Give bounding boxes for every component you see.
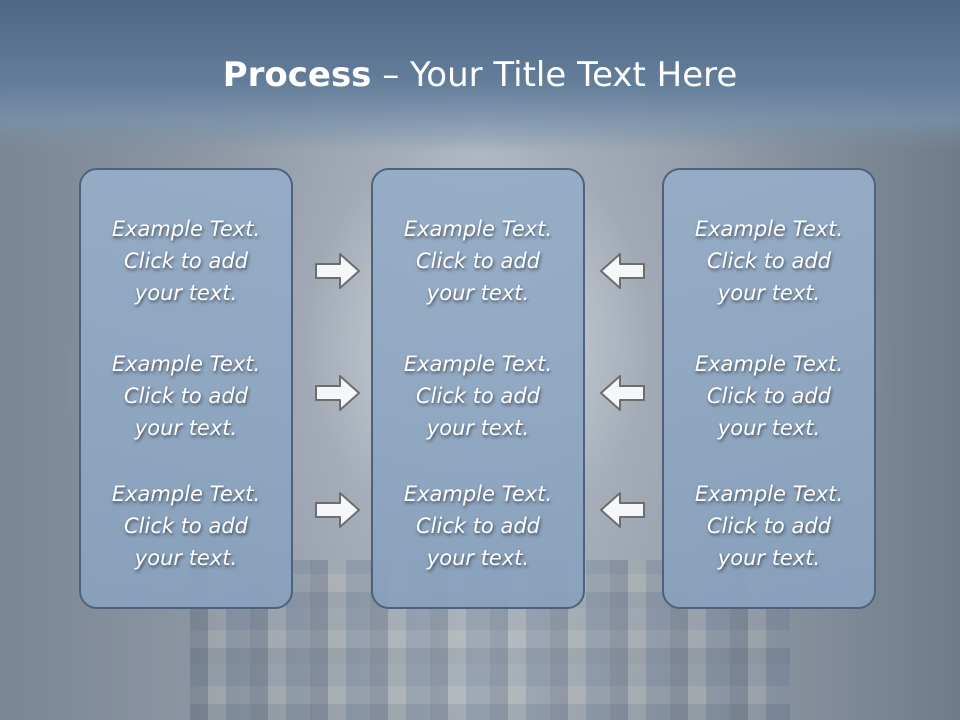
text-line: your text. [717,281,821,305]
text-line: your text. [717,546,821,570]
text-line: your text. [134,546,238,570]
process-panel-3[interactable]: Example Text. Click to add your text. Ex… [662,168,876,609]
text-line: Click to add [706,249,831,273]
text-line: Click to add [123,249,248,273]
text-line: your text. [426,416,530,440]
text-line: Click to add [415,249,540,273]
text-line: your text. [426,546,530,570]
text-line: Example Text. [111,482,261,506]
text-line: Example Text. [694,217,844,241]
arrow-left-icon[interactable] [598,490,646,530]
text-line: Click to add [706,514,831,538]
panel-2-text-3[interactable]: Example Text. Click to add your text. [373,478,583,574]
panel-1-text-3[interactable]: Example Text. Click to add your text. [81,478,291,574]
title-bold: Process [222,55,372,95]
text-line: Click to add [706,384,831,408]
text-line: Click to add [415,384,540,408]
title-rest: – Your Title Text Here [371,55,738,95]
panel-3-text-3[interactable]: Example Text. Click to add your text. [664,478,874,574]
text-line: Example Text. [111,217,261,241]
text-line: your text. [134,416,238,440]
text-line: Click to add [415,514,540,538]
text-line: your text. [134,281,238,305]
process-panel-1[interactable]: Example Text. Click to add your text. Ex… [79,168,293,609]
text-line: Click to add [123,514,248,538]
text-line: Example Text. [403,217,553,241]
panel-1-text-1[interactable]: Example Text. Click to add your text. [81,213,291,309]
text-line: Example Text. [403,352,553,376]
arrow-left-icon[interactable] [598,251,646,291]
text-line: Example Text. [111,352,261,376]
text-line: your text. [426,281,530,305]
text-line: Example Text. [694,482,844,506]
arrow-right-icon[interactable] [314,251,362,291]
panel-2-text-2[interactable]: Example Text. Click to add your text. [373,348,583,444]
process-panel-2[interactable]: Example Text. Click to add your text. Ex… [371,168,585,609]
slide-title[interactable]: Process – Your Title Text Here [0,52,960,98]
panel-2-text-1[interactable]: Example Text. Click to add your text. [373,213,583,309]
title-bar [0,0,960,150]
arrow-right-icon[interactable] [314,490,362,530]
arrow-right-icon[interactable] [314,373,362,413]
panel-1-text-2[interactable]: Example Text. Click to add your text. [81,348,291,444]
arrow-left-icon[interactable] [598,373,646,413]
text-line: Click to add [123,384,248,408]
text-line: Example Text. [694,352,844,376]
panel-3-text-1[interactable]: Example Text. Click to add your text. [664,213,874,309]
text-line: Example Text. [403,482,553,506]
panel-3-text-2[interactable]: Example Text. Click to add your text. [664,348,874,444]
text-line: your text. [717,416,821,440]
